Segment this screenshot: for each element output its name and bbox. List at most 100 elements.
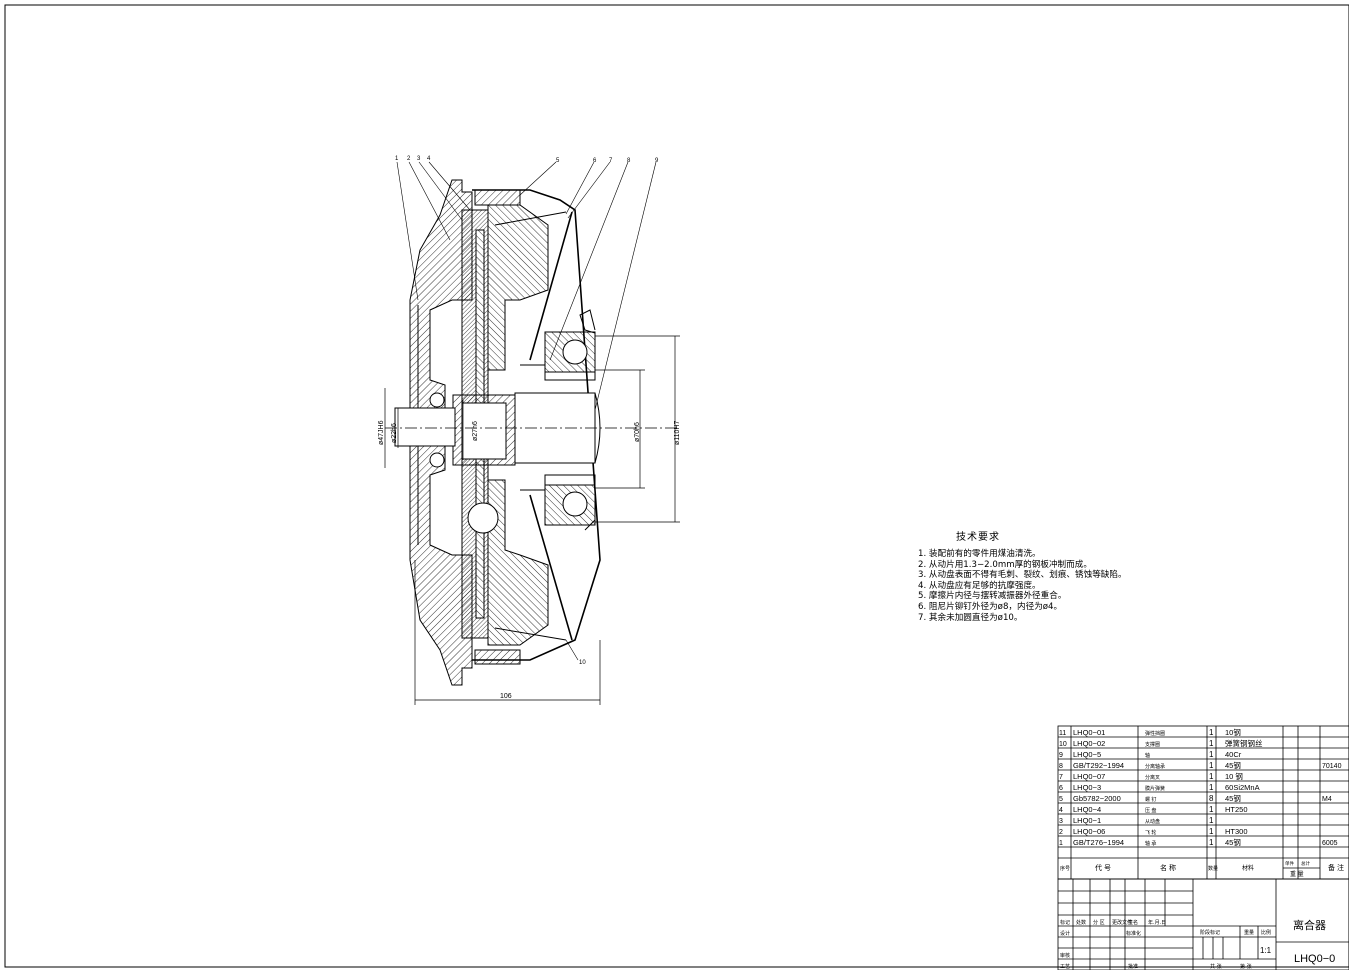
bom-cell-no: 10 — [1059, 741, 1067, 748]
bom-cell-note: 70140 — [1322, 763, 1342, 770]
tb-sheet: 第 张 — [1240, 963, 1252, 970]
bom-cell-name: 螺 钉 — [1145, 796, 1156, 803]
part-label-5: 5 — [556, 158, 560, 164]
tb-scale: 1:1 — [1260, 946, 1272, 955]
tb-count: 处数 — [1076, 919, 1086, 926]
tb-weight: 重量 — [1244, 929, 1254, 936]
bom-cell-no: 2 — [1059, 829, 1063, 836]
bom-header-weight_total: 总计 — [1301, 860, 1310, 867]
part-label-8: 8 — [627, 158, 631, 164]
dim-spline: ø27h6 — [472, 421, 479, 441]
bom-cell-name: 飞 轮 — [1145, 829, 1156, 836]
bom-cell-code: LHQ0−07 — [1073, 772, 1105, 781]
bom-cell-material: HT250 — [1225, 805, 1248, 814]
bom-cell-code: LHQ0−1 — [1073, 816, 1101, 825]
bom-cell-no: 3 — [1059, 818, 1063, 825]
bom-cell-material: 40Cr — [1225, 750, 1242, 759]
bom-cell-no: 5 — [1059, 796, 1063, 803]
bom-cell-qty: 1 — [1209, 838, 1214, 847]
tech-req-list: 1. 装配前有的零件用煤油清洗。 2. 从动片用1.3−2.0mm厚的钢板冲制而… — [918, 549, 1178, 623]
bom-cell-name: 弹性挡圈 — [1145, 730, 1165, 737]
bom-cell-note: M4 — [1322, 796, 1332, 803]
bom-cell-name: 分离轴承 — [1145, 763, 1165, 770]
bom-cell-code: Gb5782−2000 — [1073, 794, 1121, 803]
tech-req-item: 1. 装配前有的零件用煤油清洗。 — [918, 549, 1041, 559]
bom-header-name: 名 称 — [1160, 863, 1176, 872]
bom-cell-material: 45钢 — [1225, 837, 1241, 847]
tb-change: 更改文件 — [1112, 919, 1132, 926]
bom-cell-code: LHQ0−01 — [1073, 728, 1105, 737]
bom-cell-name: 轴 承 — [1145, 840, 1156, 847]
bom-cell-material: 45钢 — [1225, 793, 1241, 803]
bom-cell-code: GB/T276−1994 — [1073, 838, 1124, 847]
bom-cell-name: 支撑圈 — [1145, 741, 1160, 748]
bom-cell-material: 45钢 — [1225, 760, 1241, 770]
bom-cell-material: 弹簧钢钢丝 — [1225, 738, 1263, 748]
bom-cell-qty: 1 — [1209, 761, 1214, 770]
dim-overall-length: 106 — [500, 693, 512, 700]
tech-req-item: 5. 摩擦片内径与摆转减振器外径重合。 — [918, 591, 1067, 602]
bom-cell-code: LHQ0−4 — [1073, 805, 1101, 814]
bom-cell-qty: 1 — [1209, 728, 1214, 737]
bom-header-no: 序号 — [1060, 865, 1070, 872]
bom-cell-name: 压 盘 — [1145, 807, 1156, 814]
tech-req-title: 技术要求 — [956, 532, 1000, 543]
tb-sign: 签名 — [1128, 919, 1138, 926]
bom-cell-note: 6005 — [1322, 840, 1338, 847]
part-label-2: 2 — [407, 156, 411, 162]
bom-cell-no: 8 — [1059, 763, 1063, 770]
bom-cell-qty: 1 — [1209, 739, 1214, 748]
bom-cell-name: 膜片弹簧 — [1145, 785, 1165, 792]
bom-cell-code: GB/T292−1994 — [1073, 761, 1124, 770]
tb-process: 工艺 — [1060, 964, 1070, 970]
bom-cell-name: 轴 — [1145, 752, 1150, 759]
bom-cell-no: 11 — [1059, 730, 1066, 737]
bom-cell-code: LHQ0−06 — [1073, 827, 1105, 836]
tb-total: 共 张 — [1210, 963, 1222, 970]
bom-header-weight: 重 量 — [1290, 870, 1304, 878]
part-label-1: 1 — [395, 156, 399, 162]
bom-cell-code: LHQ0−02 — [1073, 739, 1105, 748]
bom-cell-qty: 1 — [1209, 750, 1214, 759]
bom-cell-material: 10 钢 — [1225, 771, 1243, 781]
technical-requirements: 技术要求 1. 装配前有的零件用煤油清洗。 2. 从动片用1.3−2.0mm厚的… — [918, 528, 1178, 623]
bom-cell-code: LHQ0−5 — [1073, 750, 1101, 759]
bom-header-qty: 数量 — [1208, 865, 1218, 872]
part-label-6: 6 — [593, 158, 597, 164]
part-label-10: 10 — [579, 660, 586, 666]
dim-shaft: ø70h6 — [634, 422, 641, 442]
tech-req-item: 6. 阻尼片铆钉外径为ø8，内径为ø4。 — [918, 601, 1063, 612]
bom-header-weight_single: 单件 — [1285, 860, 1294, 867]
tb-review: 审核 — [1060, 952, 1070, 959]
tb-stage: 阶段标记 — [1200, 929, 1220, 936]
dim-bore-a: ø47JH6 — [378, 420, 385, 445]
tb-zone: 分 区 — [1093, 919, 1105, 926]
bom-cell-name: 分离叉 — [1145, 774, 1160, 781]
leader-lines — [396, 161, 657, 661]
tb-scale-label: 比例 — [1261, 929, 1271, 936]
bom-header-note: 备 注 — [1328, 863, 1344, 872]
sheet-border — [4, 4, 1349, 968]
bom-cell-qty: 1 — [1209, 805, 1214, 814]
dim-housing: ø110H7 — [674, 421, 681, 445]
part-label-7: 7 — [609, 158, 613, 164]
bom-cell-no: 7 — [1059, 774, 1063, 781]
bom-cell-qty: 1 — [1209, 827, 1214, 836]
bom-cell-qty: 1 — [1209, 783, 1214, 792]
tech-req-item: 2. 从动片用1.3−2.0mm厚的钢板冲制而成。 — [918, 559, 1092, 570]
title-block — [1057, 878, 1349, 970]
bom-cell-no: 6 — [1059, 785, 1063, 792]
bom-cell-qty: 1 — [1209, 816, 1214, 825]
bom-cell-qty: 8 — [1209, 794, 1214, 803]
dim-bore-b: ø22h6 — [391, 423, 398, 443]
bom-cell-no: 4 — [1059, 807, 1063, 814]
bom-cell-material: HT300 — [1225, 827, 1248, 836]
tech-req-item: 4. 从动盘应有足够的抗摩强度。 — [918, 580, 1041, 591]
bom-cell-no: 9 — [1059, 752, 1063, 759]
part-label-3: 3 — [417, 156, 421, 162]
tech-req-item: 3. 从动盘表面不得有毛刺、裂纹、划痕、锈蚀等缺陷。 — [918, 570, 1127, 581]
tech-req-item: 7. 其余未加圆直径为ø10。 — [918, 612, 1023, 623]
drawing-title: 离合器 — [1293, 918, 1326, 932]
